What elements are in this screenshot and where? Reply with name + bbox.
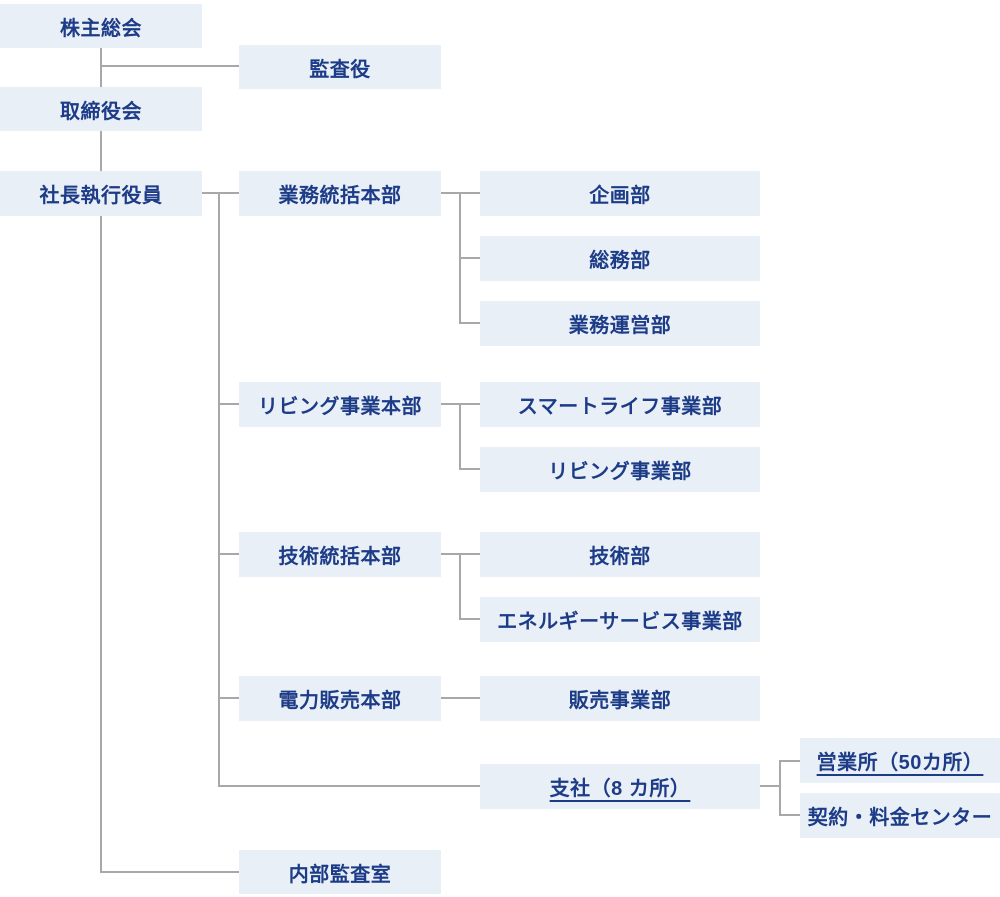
connector-line [459,618,480,620]
connector-line [459,553,461,620]
connector-line [760,785,780,787]
org-node-technology-dept: 技術部 [480,532,760,577]
org-node-president-executive-officer: 社長執行役員 [0,171,202,216]
org-node-contract-fee-center: 契約・料金センター [800,793,1000,838]
org-node-general-affairs-dept: 総務部 [480,236,760,281]
connector-line [218,697,239,699]
org-node-smart-life-business-dept: スマートライフ事業部 [480,382,760,427]
connector-line [202,192,239,194]
org-node-branches-link[interactable]: 支社（8 カ所） [480,764,760,809]
connector-line [100,48,102,87]
connector-line [459,257,480,259]
connector-line [441,697,480,699]
connector-line [218,403,239,405]
org-node-living-business-hq: リビング事業本部 [239,382,441,427]
org-node-internal-audit-office: 内部監査室 [239,850,441,894]
connector-line [100,871,239,873]
org-node-board-of-directors: 取締役会 [0,87,202,131]
org-node-business-administration-hq: 業務統括本部 [239,171,441,216]
connector-line [459,403,461,470]
connector-line [459,322,480,324]
org-node-living-business-dept: リビング事業部 [480,447,760,492]
org-node-sales-business-dept: 販売事業部 [480,676,760,721]
org-node-technology-hq: 技術統括本部 [239,532,441,577]
connector-line [100,131,102,171]
org-node-planning-dept: 企画部 [480,171,760,216]
connector-line [218,553,239,555]
org-node-business-operations-dept: 業務運営部 [480,301,760,346]
connector-line [779,760,781,816]
connector-line [779,760,800,762]
connector-line [218,192,220,787]
org-node-shareholders-meeting: 株主総会 [0,4,202,48]
connector-line [459,468,480,470]
org-node-sales-offices-link[interactable]: 営業所（50カ所） [800,738,1000,783]
org-node-auditor: 監査役 [239,45,441,89]
connector-line [100,216,102,873]
connector-line [779,814,800,816]
org-node-energy-service-business-dept: エネルギーサービス事業部 [480,597,760,642]
connector-line [100,65,239,67]
connector-line [218,785,480,787]
org-node-power-sales-hq: 電力販売本部 [239,676,441,721]
